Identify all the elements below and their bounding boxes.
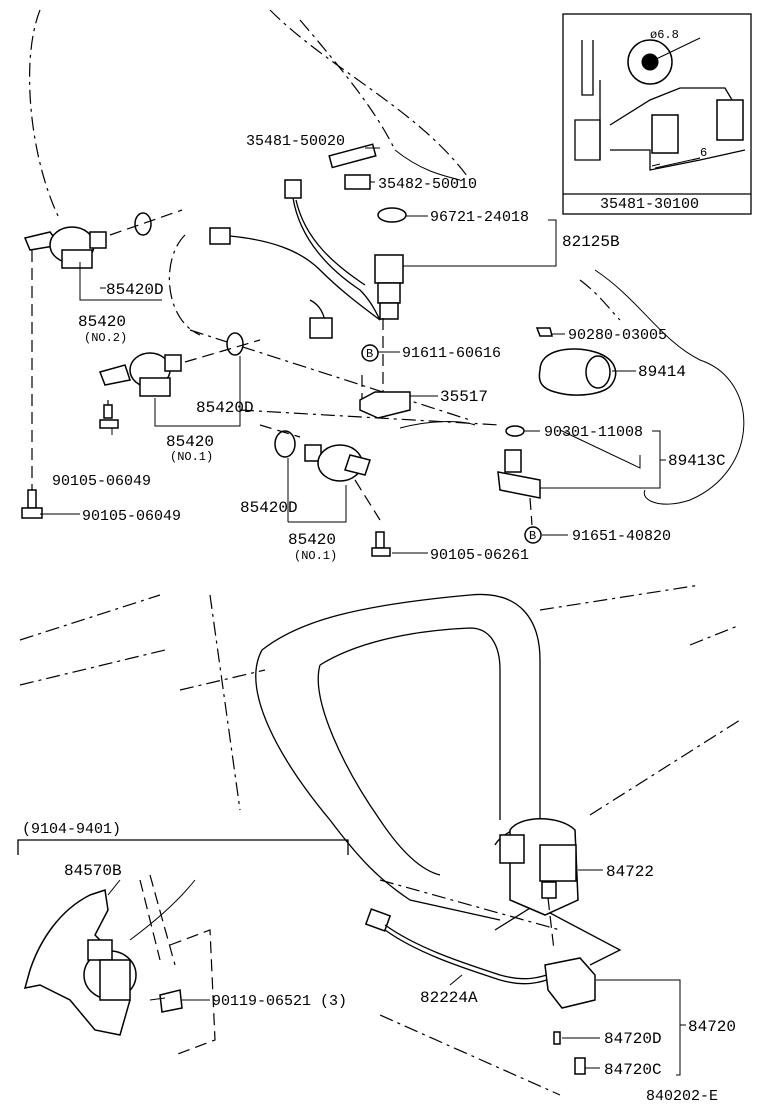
o-ring-icon — [274, 430, 296, 458]
pin-icon — [651, 114, 679, 154]
label-90105-06261: 90105-06261 — [430, 547, 529, 564]
inset-part-number: 35481-30100 — [600, 196, 699, 213]
sensor-body-icon — [377, 282, 401, 304]
label-85420-no1-b-sub: (NO.1) — [294, 549, 337, 563]
solenoid-nozzle-icon — [89, 231, 107, 249]
o-ring-icon — [226, 332, 244, 356]
label-84722: 84722 — [606, 863, 654, 881]
bracket-sensor-group — [17, 839, 349, 1056]
screw-icon — [574, 1057, 586, 1075]
bolt-mark-icon — [524, 526, 542, 544]
label-84720D: 84720D — [604, 1030, 662, 1048]
label-89413C: 89413C — [668, 452, 726, 470]
o-ring-icon — [134, 212, 152, 236]
o-ring-icon — [377, 207, 407, 223]
label-85420D-c: 85420D — [240, 499, 298, 517]
connector-icon — [284, 179, 302, 199]
solenoid-no2 — [23, 209, 183, 490]
label-84570B: 84570B — [64, 862, 122, 880]
label-96721-24018: 96721-24018 — [430, 209, 529, 226]
label-82224A: 82224A — [420, 989, 478, 1007]
solenoid-no1-b — [259, 424, 391, 557]
label-91611-60616: 91611-60616 — [402, 345, 501, 362]
bolt-icon — [375, 531, 385, 549]
label-90105-06049-b: 90105-06049 — [82, 508, 181, 525]
switch-harness-group — [364, 818, 596, 1075]
body-outline-lines — [19, 9, 745, 1096]
label-90119-06521: 90119-06521 (3) — [212, 993, 347, 1010]
label-84720: 84720 — [688, 1018, 736, 1036]
harness-assembly: B — [209, 143, 411, 419]
label-84720C: 84720C — [604, 1061, 662, 1079]
inset-diameter-callout: ø6.8 — [650, 28, 679, 42]
solenoid-nozzle-icon — [164, 354, 182, 372]
bolt-mark-icon — [361, 344, 379, 362]
sensor-probe-icon — [504, 449, 522, 473]
label-90301-11008: 90301-11008 — [544, 424, 643, 441]
pin-icon — [716, 99, 744, 141]
label-90105-06049-a: 90105-06049 — [52, 473, 151, 490]
clip-icon — [344, 174, 371, 190]
detail-inset: ø6.8 6 35481-30100 — [562, 13, 752, 215]
solenoid-no1-a — [99, 332, 261, 429]
label-85420-no2-sub: (NO.2) — [84, 331, 127, 345]
bolt-mark-b: B — [529, 529, 536, 543]
bracket-icon — [359, 391, 411, 419]
label-85420D-b: 85420D — [196, 399, 254, 417]
leader-lines — [40, 147, 686, 1076]
label-35481-50020: 35481-50020 — [246, 133, 345, 150]
bolt-icon — [27, 489, 37, 509]
label-85420D-a: 85420D — [106, 281, 164, 299]
label-85420-no1-b: 85420 — [288, 531, 336, 549]
connector-icon — [309, 317, 333, 339]
label-82125B: 82125B — [562, 233, 620, 251]
right-sensor-group: B — [497, 327, 641, 544]
label-85420-no1-a: 85420 — [166, 433, 214, 451]
bolt-mark-b: B — [366, 347, 373, 361]
bracket-icon — [328, 143, 377, 169]
sensor-connector-icon — [374, 254, 404, 284]
label-91651-40820: 91651-40820 — [572, 528, 671, 545]
bolt-icon — [103, 404, 113, 419]
sensor-tip-icon — [379, 302, 399, 320]
switch-icon — [539, 844, 577, 882]
label-date-range: (9104-9401) — [22, 821, 121, 838]
part-labels: 35481-50020 35482-50010 96721-24018 8212… — [22, 133, 736, 1105]
connector-icon — [209, 227, 231, 245]
drawing-id: 840202-E — [646, 1088, 718, 1105]
door-frame-outline — [255, 593, 622, 966]
switch-connector-icon — [544, 957, 596, 1009]
label-85420-no2: 85420 — [78, 313, 126, 331]
connector-icon — [87, 939, 113, 961]
clip-icon — [535, 327, 553, 337]
label-35482-50010: 35482-50010 — [378, 176, 477, 193]
label-89414: 89414 — [638, 363, 686, 381]
lower-left-bolt — [21, 489, 43, 519]
screw-icon — [159, 989, 183, 1013]
sensor-flange-icon — [497, 471, 541, 499]
inset-dimension-callout: 6 — [700, 146, 707, 160]
label-85420-no1-a-sub: (NO.1) — [170, 450, 213, 464]
o-ring-icon — [505, 425, 525, 437]
label-90280-03005: 90280-03005 — [568, 327, 667, 344]
label-35517: 35517 — [440, 388, 488, 406]
connector-icon — [364, 908, 392, 932]
